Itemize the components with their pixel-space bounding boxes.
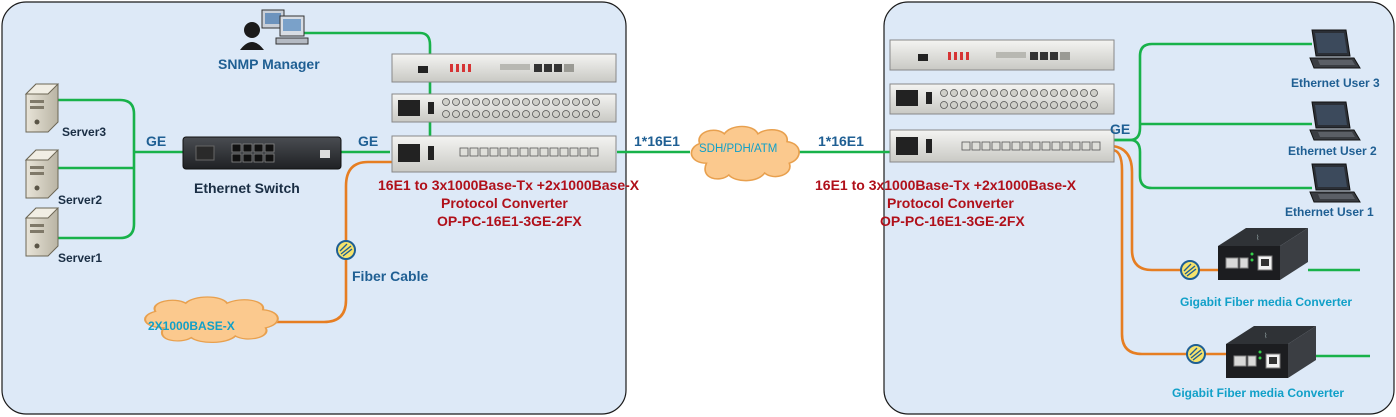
left-converter-line-1: 16E1 to 3x1000Base-Tx +2x1000Base-X xyxy=(378,177,640,193)
ge-label-left: GE xyxy=(146,133,166,149)
right-converter-line-2: Protocol Converter xyxy=(887,195,1014,211)
switch-icon xyxy=(182,136,342,170)
fiber-connector-icon xyxy=(336,240,356,260)
user-label-2: Ethernet User 2 xyxy=(1288,144,1377,158)
rack-device-icon-right-top xyxy=(889,39,1115,71)
user-label-1: Ethernet User 1 xyxy=(1285,205,1374,219)
server-label-1: Server1 xyxy=(58,251,102,265)
cloud-label-left: 2X1000BASE-X xyxy=(148,319,235,333)
rack-device-icon-left-converter xyxy=(391,135,617,173)
fiber-connector-icon-2 xyxy=(1186,344,1206,364)
server-label-2: Server2 xyxy=(58,193,102,207)
server-icon-1 xyxy=(25,207,59,257)
right-ethernet-links xyxy=(1110,42,1312,190)
link-label-left: 1*16E1 xyxy=(634,133,680,149)
server-label-3: Server3 xyxy=(62,125,106,139)
server-icon-3 xyxy=(25,83,59,133)
left-converter-line-3: OP-PC-16E1-3GE-2FX xyxy=(437,213,582,229)
user-label-3: Ethernet User 3 xyxy=(1291,76,1380,90)
media-converter-label-2: Gigabit Fiber media Converter xyxy=(1172,386,1344,400)
fiber-connector-icon-1 xyxy=(1180,260,1200,280)
right-fiber-links xyxy=(1111,144,1232,356)
rack-device-icon-left-top xyxy=(391,53,617,83)
rack-device-icon-left-middle xyxy=(391,93,617,123)
rack-device-icon-right-middle xyxy=(889,83,1115,115)
snmp-label: SNMP Manager xyxy=(218,56,320,72)
link-label-right: 1*16E1 xyxy=(818,133,864,149)
media-converter-label-1: Gigabit Fiber media Converter xyxy=(1180,295,1352,309)
right-converter-line-3: OP-PC-16E1-3GE-2FX xyxy=(880,213,1025,229)
cloud-label-middle: SDH/PDH/ATM xyxy=(699,143,777,155)
ge-label-device: GE xyxy=(358,133,378,149)
rack-device-icon-right-converter xyxy=(889,129,1115,163)
left-converter-line-2: Protocol Converter xyxy=(441,195,568,211)
switch-label: Ethernet Switch xyxy=(194,180,300,196)
ge-label-right: GE xyxy=(1110,121,1130,137)
right-converter-line-1: 16E1 to 3x1000Base-Tx +2x1000Base-X xyxy=(815,177,1077,193)
computer-icon xyxy=(240,9,309,50)
media-converter-ethernet-links xyxy=(1308,268,1370,358)
fiber-cable-label: Fiber Cable xyxy=(352,268,428,284)
left-ethernet-links xyxy=(46,31,890,240)
server-icon-2 xyxy=(25,149,59,199)
